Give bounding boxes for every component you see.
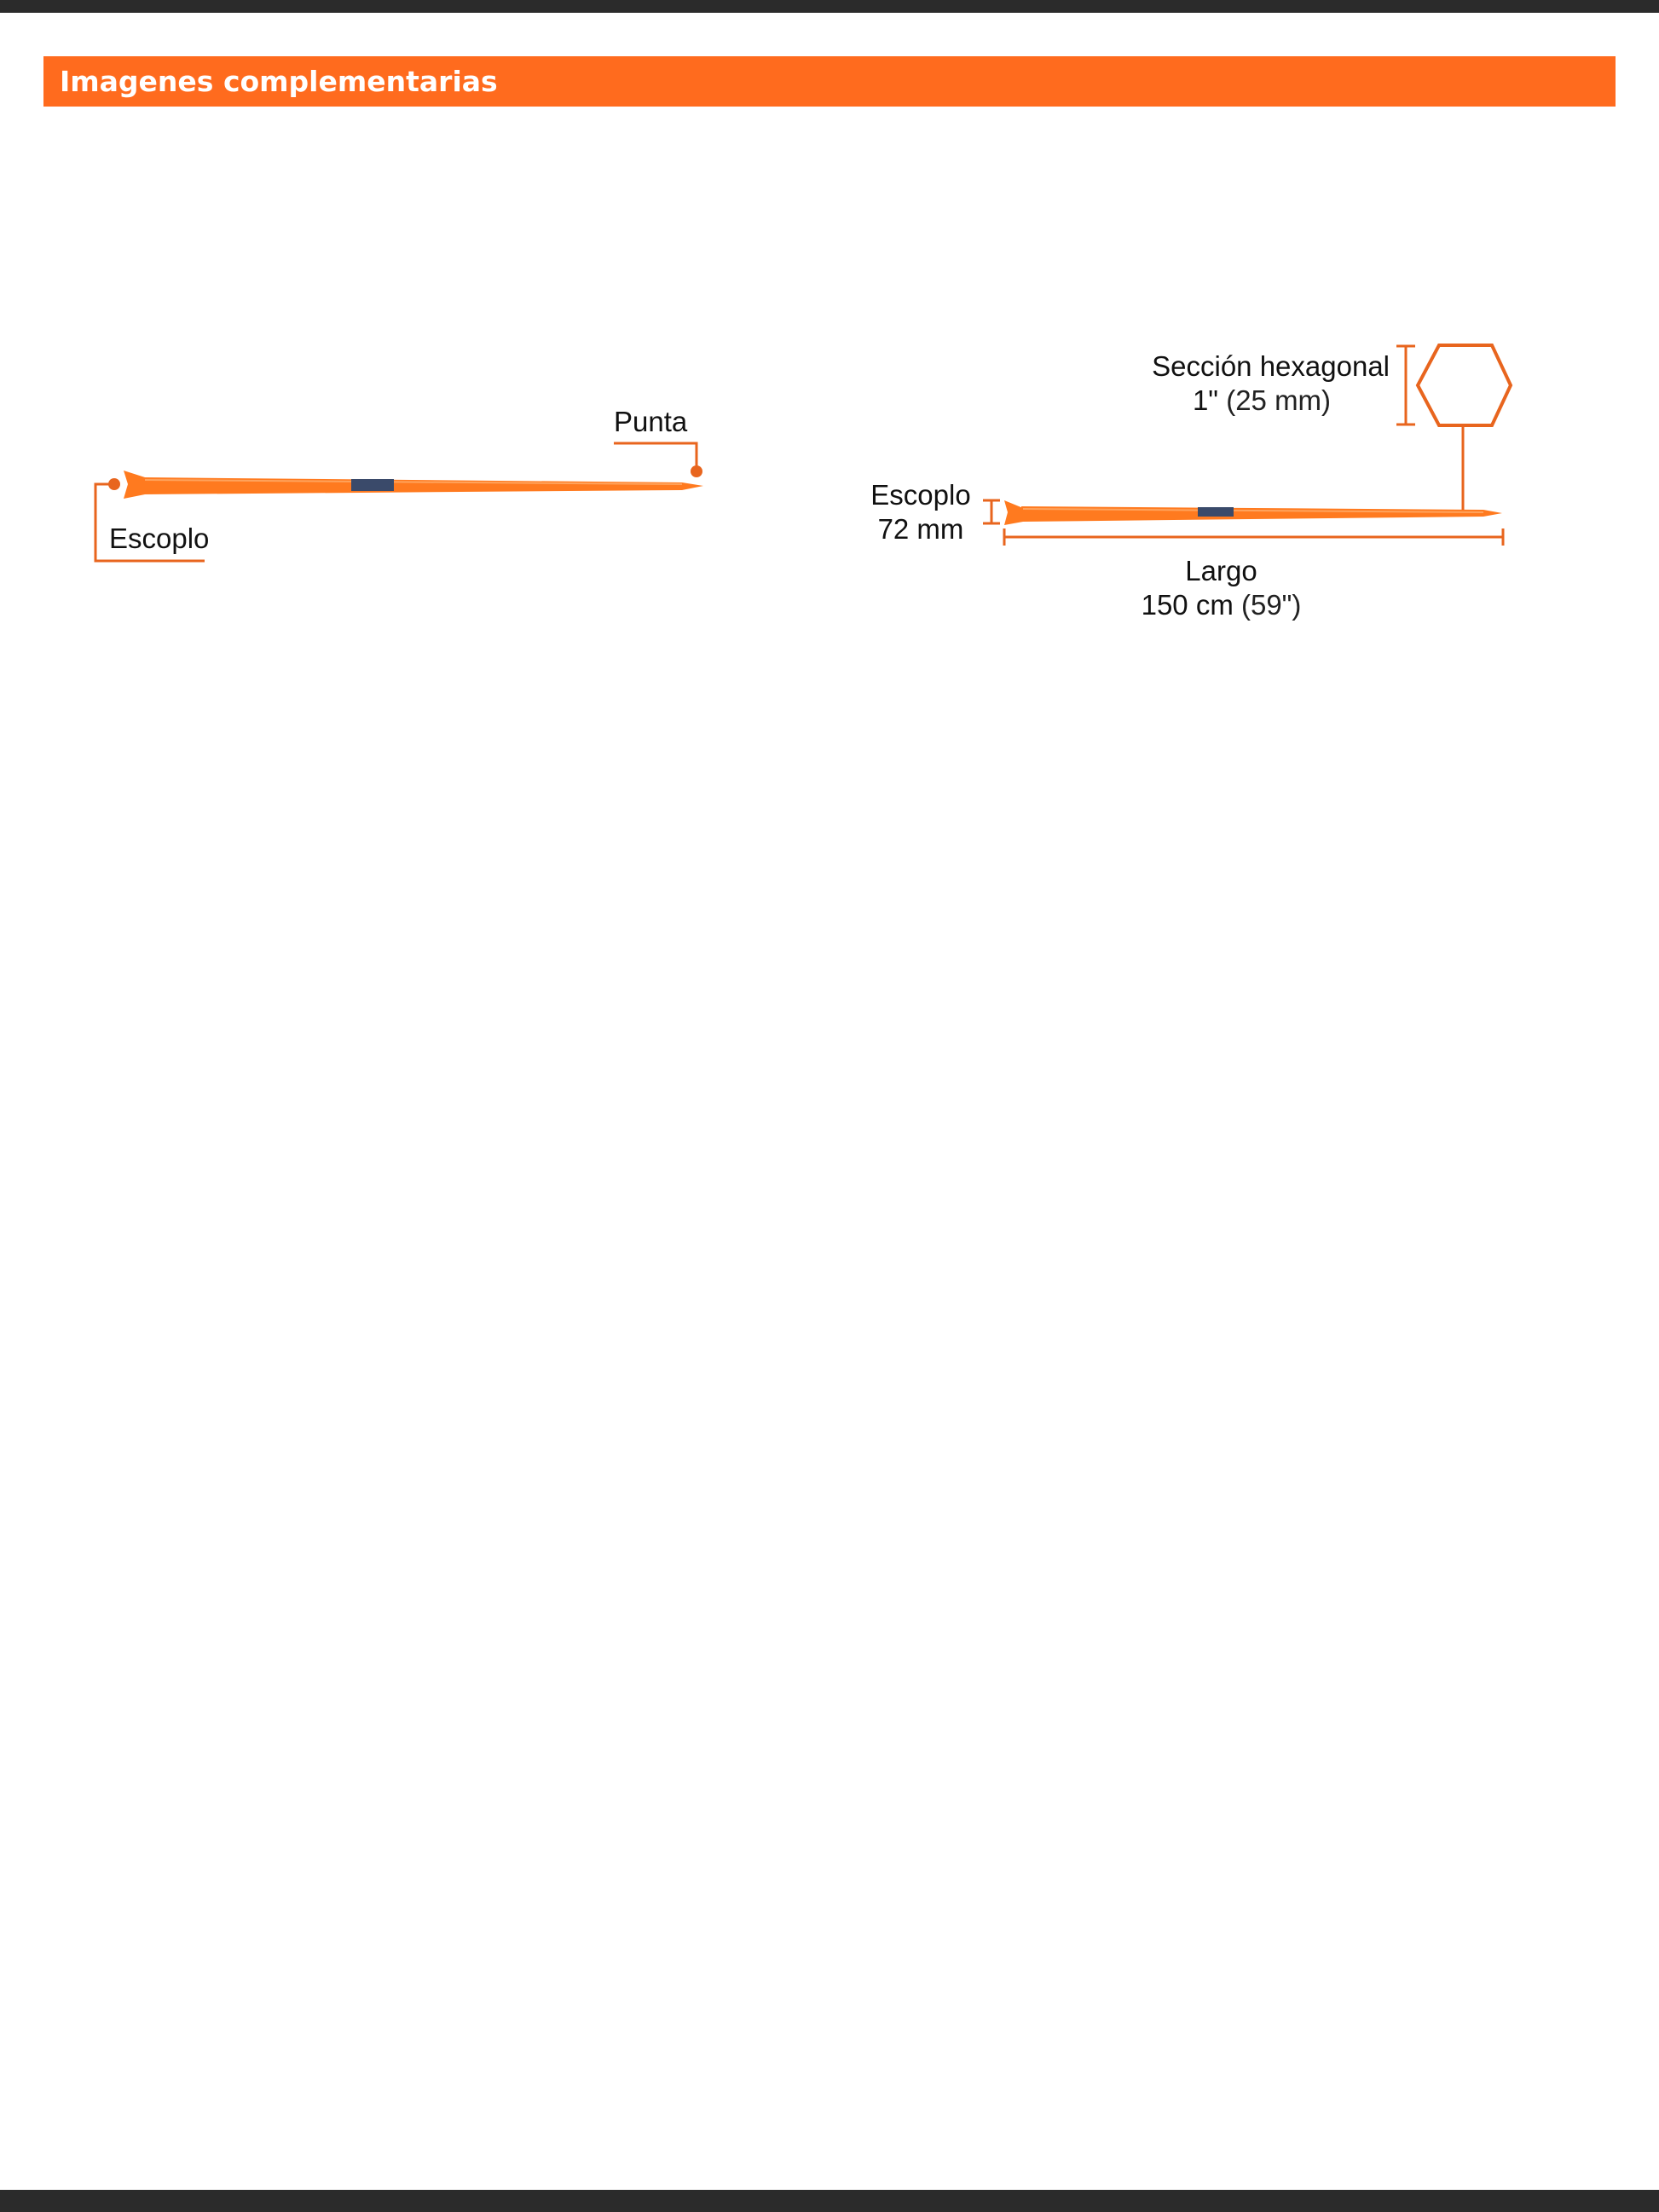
section-title: Imagenes complementarias (60, 65, 498, 98)
chisel-dim-title: Escoplo (870, 479, 971, 511)
length-main: 150 cm (1141, 589, 1234, 621)
chisel-callout (94, 478, 205, 563)
hex-label: Sección hexagonal 1" (25 mm) (1134, 349, 1390, 418)
chisel-dimension-label: Escoplo 72 mm (861, 478, 980, 546)
length-size: 150 cm (59") (1108, 588, 1334, 622)
bar-illustration-left (94, 442, 703, 563)
bar-illustration-right (983, 344, 1513, 546)
section-header: Imagenes complementarias (43, 56, 1616, 107)
bottom-bar (0, 2190, 1659, 2212)
chisel-label: Escoplo (109, 523, 210, 554)
length-alt: (59") (1240, 589, 1302, 621)
hex-size: 1" (25 mm) (1134, 384, 1390, 418)
bar-left (124, 471, 703, 499)
top-bar (0, 0, 1659, 13)
length-dimension (1003, 528, 1505, 546)
hex-title: Sección hexagonal (1152, 350, 1390, 382)
tip-label: Punta (614, 406, 688, 437)
bar-right (1004, 500, 1502, 525)
hex-dimension (1396, 344, 1415, 426)
chisel-dimension (983, 499, 1000, 525)
hex-size-main: 1" (1192, 384, 1219, 416)
hex-section-icon (1415, 344, 1513, 510)
hex-size-alt: (25 mm) (1226, 384, 1332, 416)
tip-callout (614, 442, 702, 477)
length-label: Largo 150 cm (59") (1108, 554, 1334, 622)
length-title: Largo (1185, 555, 1257, 586)
chisel-dim-size: 72 mm (877, 513, 964, 545)
